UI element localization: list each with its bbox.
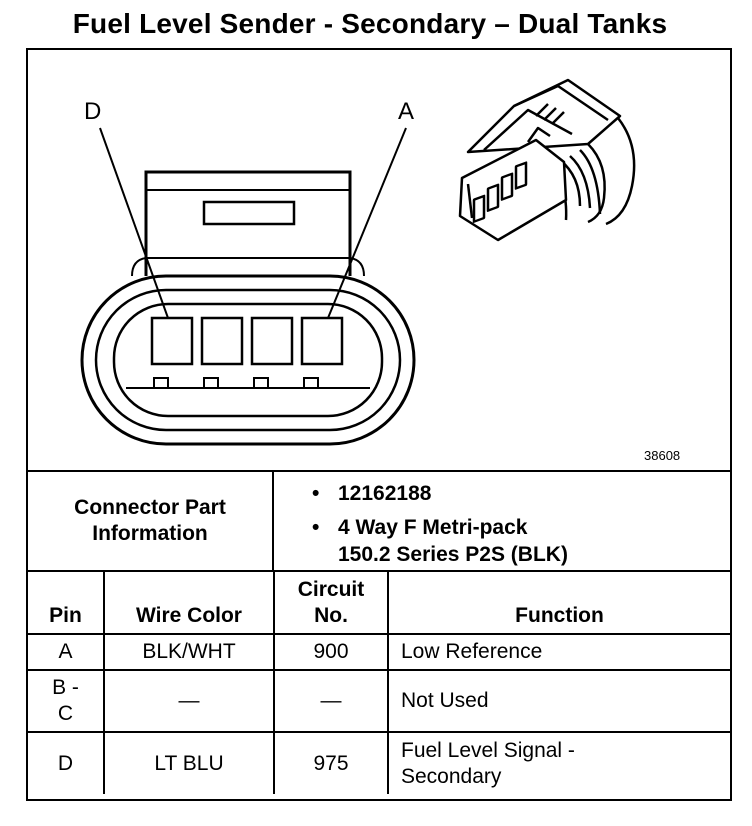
connector-part-info: Connector Part Information • 12162188 • … [28, 472, 730, 572]
header-circuit-no-text: Circuit No. [297, 578, 365, 627]
pin-cell: D [28, 731, 105, 794]
connector-cavity [112, 302, 384, 418]
pin-table: Pin Wire Color Circuit No. Function A BL… [28, 572, 730, 794]
pin-cavity-c [200, 316, 244, 366]
latch-window [202, 200, 296, 226]
header-pin: Pin [28, 572, 105, 635]
header-wire-color: Wire Color [103, 572, 275, 635]
pin-cell: A [28, 633, 105, 671]
page-title: Fuel Level Sender - Secondary – Dual Tan… [72, 8, 668, 39]
function-cell: Not Used [387, 669, 730, 733]
connector-info-item: • 12162188 [312, 480, 568, 507]
table-row: D LT BLU 975 Fuel Level Signal - Seconda… [28, 731, 730, 794]
connector-perspective-icon [458, 78, 636, 242]
table-row: B - C — — Not Used [28, 669, 730, 733]
leader-line-a [327, 127, 407, 319]
connector-figure-frame: D A 38608 Connector Part Information • 1… [26, 48, 732, 801]
function-cell: Fuel Level Signal - Secondary [387, 731, 730, 794]
bullet-icon: • [312, 482, 320, 505]
figure-number: 38608 [644, 448, 681, 463]
pin-cavity-a [300, 316, 344, 366]
header-function: Function [387, 572, 730, 635]
bullet-icon: • [312, 516, 320, 539]
pin-a-callout: A [398, 98, 415, 125]
table-row: A BLK/WHT 900 Low Reference [28, 633, 730, 671]
circuit-cell: 975 [273, 731, 389, 794]
circuit-cell: 900 [273, 633, 389, 671]
connector-housing-inner [94, 288, 402, 432]
part-number: 12162188 [338, 482, 432, 505]
connector-info-list: • 12162188 • 4 Way F Metri-pack 150.2 Se… [312, 480, 568, 575]
connector-latch [144, 170, 352, 276]
connector-info-label: Connector Part Information [74, 496, 226, 545]
connector-info-item: • 4 Way F Metri-pack 150.2 Series P2S (B… [312, 514, 568, 568]
wire-color-cell: BLK/WHT [103, 633, 275, 671]
pin-cell: B - C [28, 669, 105, 733]
connector-housing-outer [80, 274, 416, 446]
table-header-row: Pin Wire Color Circuit No. Function [28, 572, 730, 635]
connector-info-label-cell: Connector Part Information [28, 472, 274, 570]
connector-description: 4 Way F Metri-pack 150.2 Series P2S (BLK… [338, 516, 568, 566]
circuit-cell: — [273, 669, 389, 733]
pin-cavity-d [150, 316, 194, 366]
function-cell: Low Reference [387, 633, 730, 671]
wire-color-cell: LT BLU [103, 731, 275, 794]
header-circuit-no: Circuit No. [273, 572, 389, 635]
pin-d-callout: D [84, 98, 102, 125]
pin-cavity-b [250, 316, 294, 366]
wire-color-cell: — [103, 669, 275, 733]
connector-face-drawing [80, 78, 636, 446]
leader-line-d [99, 127, 169, 319]
connector-diagram: D A 38608 [28, 50, 730, 472]
